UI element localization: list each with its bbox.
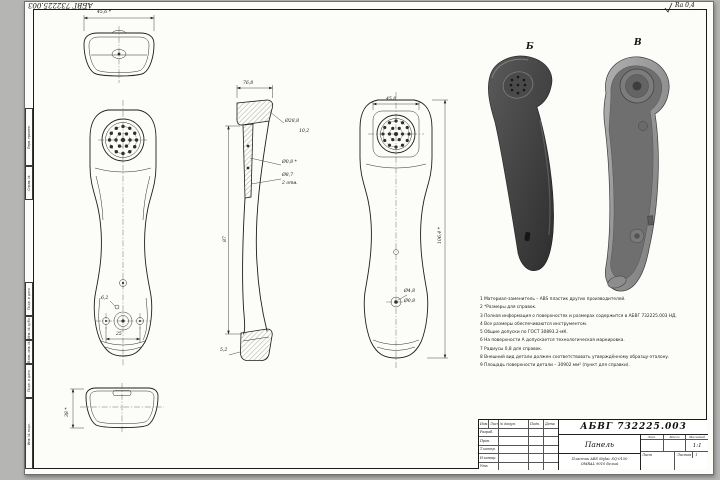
dim-side-offset: 10,2 (299, 129, 310, 134)
bottom-view-drawing (70, 383, 164, 433)
roughness-mark: Ra 0,4 (664, 2, 695, 13)
dim-front-hole: 6,2 (101, 296, 109, 301)
dim-side-bottom: 5,2 (220, 348, 228, 353)
view-label-b: Б (526, 42, 534, 52)
note-line: 3 Полная информация о поверхностях и раз… (480, 313, 677, 319)
dim-front2-top-width: 45,8 (386, 97, 397, 102)
dim-front-bottom-width: 25 (116, 332, 122, 337)
dim-front2-dia-a: Ø4,8 (404, 289, 416, 294)
dim-side-dia-large: Ø28,8 (285, 119, 299, 124)
speaker-holes-2 (381, 119, 411, 149)
tb-sheet-label: Лист (641, 452, 675, 470)
tb-sheets-label: Листов 1 (676, 452, 698, 458)
roughness-value: Ra 0,4 (675, 2, 695, 9)
side-view-drawing (225, 85, 285, 361)
title-block: Изм. Лист № докум. Подп. Дата Разраб. Пр… (478, 419, 708, 470)
note-line: 6 На поверхности А допускается технологи… (480, 338, 625, 344)
top-corner-designation: АБВГ 732225.003 (28, 1, 93, 9)
iso-b-speaker-holes (509, 75, 527, 95)
front-view-2-drawing (359, 92, 448, 368)
tb-scale-label: Масштаб (689, 435, 706, 439)
margin-box-inv-dubl: Инв. № дубл. (25, 316, 33, 340)
top-view-drawing (83, 15, 155, 83)
tb-row-prov: Пров. (479, 437, 499, 445)
title-block-material: Пластик ABS Stylac SQ-0150 OMRAL 9010 бе… (559, 454, 641, 470)
note-line: 4 Все размеры обеспечиваются инструменто… (480, 321, 588, 327)
tb-lit-label: Лит. (641, 435, 664, 439)
iso-view-b-drawing (488, 55, 554, 271)
tb-header-date: Дата (545, 421, 555, 426)
margin-box-podp-data-2: Подп. и дата (25, 364, 33, 398)
margin-box-sprav: Справ. № (25, 166, 33, 200)
margin-box-vzam-inv: Взам. инв. № (25, 340, 33, 364)
part-name-text: Панель (584, 439, 615, 449)
tb-scale-value: 1:1 (692, 442, 702, 449)
dim-top-view-width: 45,6 * (97, 10, 111, 15)
tb-mass-label: Масса (664, 435, 687, 439)
tb-header-doc: № докум. (499, 420, 529, 428)
title-block-part-name: Панель (559, 435, 641, 454)
tb-row-razrab: Разраб. (479, 428, 499, 436)
material-line-2: OMRAL 9010 белый (580, 462, 619, 466)
tb-header-list: Лист (490, 420, 499, 428)
note-line: 1 Материал-заменитель – ABS пластик друг… (480, 297, 626, 302)
dim-side-holes-count: 2 отв. (282, 181, 298, 186)
view-label-v: В (634, 38, 642, 48)
note-line: 7 Радиусы 0,8 для справок. (480, 346, 543, 352)
drawing-frame (33, 9, 707, 469)
roughness-check-icon (664, 2, 673, 13)
drawing-sheet (24, 1, 714, 475)
title-block-scale-grid: Лит. Масса Масштаб 1:1 Лист Листов 1 (641, 435, 708, 470)
margin-box-inv-podl: Инв. № подл. (25, 398, 33, 469)
dim-front2-height: 106,4 * (438, 227, 443, 244)
dim-side-dia-small: Ø0,8 * (282, 160, 297, 165)
note-line: 9 Площадь поверхности детали – 30902 мм²… (480, 363, 630, 368)
note-line: 2 *Размеры для справок. (480, 305, 537, 311)
tb-header-sign: Подп. (529, 420, 544, 428)
dim-side-dia-hole: Ø8,7 (282, 173, 294, 178)
front-view-drawing (89, 100, 157, 366)
margin-box-perv-primen: Перв. примен. (25, 108, 33, 166)
tb-row-nkontr: Н.контр. (479, 454, 499, 462)
tb-header-izm: Изм. (480, 420, 489, 428)
note-line: 8 Внешний вид детали должен соответствов… (480, 354, 670, 360)
designation-text: АБВГ 732225.003 (580, 422, 687, 432)
tb-row-tkontr: Т.контр. (479, 445, 499, 453)
title-block-designation: АБВГ 732225.003 (559, 420, 708, 435)
dim-side-height: 87 (223, 236, 228, 242)
dim-side-top-width: 76,8 (243, 81, 254, 86)
note-line: 5 Общие допуски по ГОСТ 30893.2-мК. (480, 330, 568, 335)
iso-view-v-drawing (603, 56, 670, 292)
material-line-1: Пластик ABS Stylac SQ-0150 (571, 456, 628, 461)
dim-bottom-view-height: 38 * (65, 407, 70, 417)
dim-front2-dia-b: Ø0,8 (404, 299, 416, 304)
notes-block: 1 Материал-заменитель – ABS пластик друг… (480, 297, 706, 371)
title-block-revision-table: Изм. Лист № докум. Подп. Дата Разраб. Пр… (479, 420, 559, 470)
tb-row-utv: Утв. (479, 462, 499, 470)
speaker-holes (107, 124, 139, 156)
margin-box-podp-data-1: Подп. и дата (25, 282, 33, 316)
